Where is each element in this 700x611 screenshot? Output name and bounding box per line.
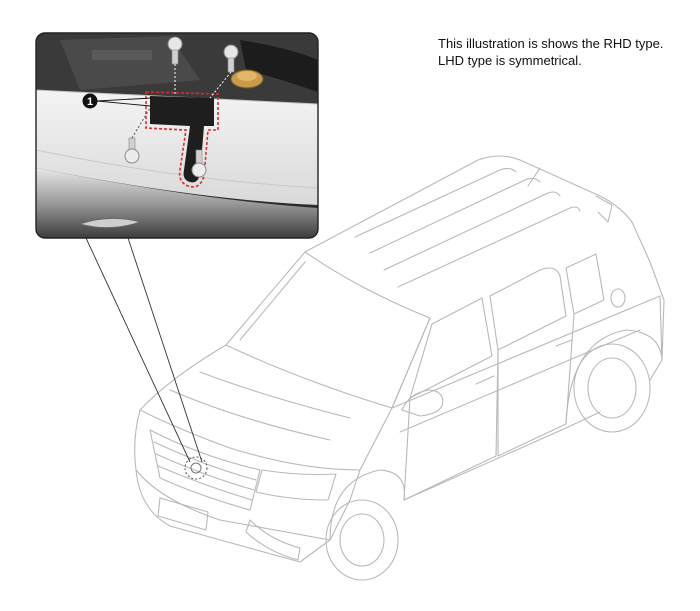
note-line-2: LHD type is symmetrical.	[438, 53, 582, 68]
grille-bar	[157, 465, 253, 501]
leader-line	[127, 237, 203, 463]
rear-wheel	[573, 343, 651, 433]
side-mirror	[401, 389, 444, 417]
headlamp	[255, 469, 337, 501]
hood	[139, 344, 393, 471]
callout-leader	[96, 100, 151, 107]
roof-rail	[397, 206, 581, 288]
front-door	[403, 349, 499, 501]
rear-door-window	[489, 267, 567, 351]
intake-hose	[240, 40, 318, 92]
a-pillar	[391, 317, 431, 409]
door-handle	[475, 375, 495, 385]
rear-spoiler	[595, 195, 613, 223]
lower-bumper	[135, 469, 331, 563]
inset-frame	[35, 32, 319, 239]
body-side-line	[391, 295, 661, 409]
windshield-inner	[239, 261, 306, 341]
front-wheel-arch	[329, 469, 406, 541]
rocker-panel	[403, 411, 601, 501]
quarter-window	[565, 253, 605, 315]
rear-door	[497, 313, 575, 457]
fog-lamp-bezel	[245, 519, 301, 561]
bumper-emblem	[78, 218, 142, 228]
license-plate-area	[157, 497, 209, 531]
callout-number: 1	[87, 96, 93, 108]
callout-leader	[96, 97, 153, 102]
hood-crease	[169, 389, 331, 441]
cover-crease	[36, 149, 318, 189]
front-fascia	[134, 409, 361, 541]
front-wheel-rim	[339, 513, 385, 567]
bolt-icon	[124, 137, 140, 164]
fuel-door	[610, 288, 626, 308]
roof-antenna	[527, 167, 541, 187]
callout-badge	[82, 93, 98, 109]
radiator-cap-top	[237, 71, 257, 81]
grille-bar	[155, 453, 255, 491]
radiator-cover	[36, 90, 318, 205]
rear-wheel-arch	[565, 295, 663, 425]
engine-bracket	[92, 50, 152, 60]
roof-panel	[304, 155, 651, 263]
illustration-note: This illustration is shows the RHD type.…	[438, 35, 693, 69]
bolt-icon	[191, 149, 207, 178]
bolt-icon	[167, 36, 183, 65]
engine-cover	[60, 36, 200, 90]
front-wheel	[325, 499, 399, 581]
callout-1: 1	[82, 93, 153, 109]
roof-rail	[369, 177, 541, 254]
grille-bar	[153, 441, 257, 481]
leader-line	[85, 237, 191, 463]
windshield	[225, 251, 431, 409]
rear-end	[649, 261, 665, 381]
latch-highlight	[145, 91, 219, 188]
door-shoulder-line	[399, 329, 641, 433]
detail-inset	[35, 32, 319, 239]
emblem-icon	[190, 462, 202, 474]
bolt-guide	[131, 107, 151, 139]
component-location-marker	[184, 456, 208, 480]
windshield-top-edge	[304, 251, 431, 319]
roof-rail	[383, 191, 561, 271]
bolt-guide	[209, 71, 232, 99]
front-door-window	[409, 297, 493, 399]
grille	[149, 429, 261, 511]
roof-rail	[354, 167, 517, 238]
rear-wheel-rim	[587, 357, 637, 419]
hood-crease	[199, 371, 351, 419]
note-line-1: This illustration is shows the RHD type.	[438, 36, 664, 51]
vehicle-outline	[134, 155, 665, 581]
door-handle	[555, 339, 573, 347]
